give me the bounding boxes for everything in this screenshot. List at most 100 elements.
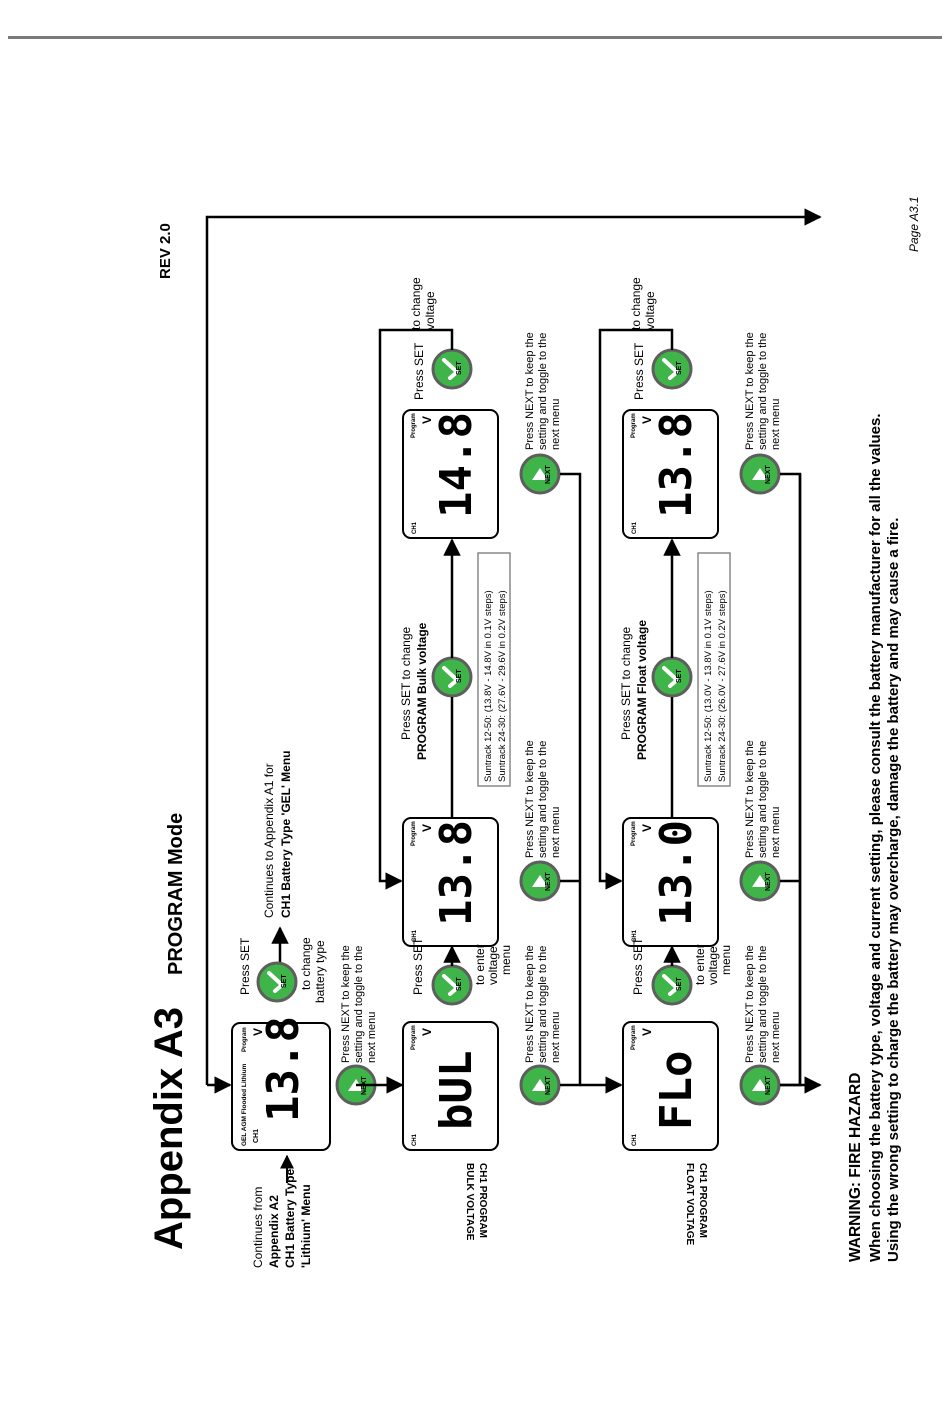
enter-set-button[interactable]: SET	[651, 964, 693, 1006]
change-set-button[interactable]: SET	[431, 656, 473, 698]
label: setting and toggle to the	[537, 741, 549, 858]
page-subtitle: PROGRAM Mode	[165, 813, 187, 975]
lcd-value: FLo	[651, 1051, 702, 1130]
label: voltage	[486, 946, 500, 985]
set-text: SET	[456, 977, 463, 991]
svg-text:Appendix A2: Appendix A2	[267, 1195, 281, 1268]
svg-text:Program: Program	[411, 413, 417, 438]
label: next menu	[550, 399, 562, 450]
page-title: Appendix A3	[147, 1007, 191, 1250]
svg-text:Program: Program	[242, 1027, 248, 1052]
svg-text:V: V	[420, 416, 434, 424]
svg-text:CH1 PROGRAM: CH1 PROGRAM	[477, 1163, 488, 1238]
warning-title: WARNING: FIRE HAZARD	[847, 1073, 864, 1262]
lcd-value: bUL	[431, 1051, 482, 1130]
label: voltage	[706, 946, 720, 985]
set-text: SET	[676, 669, 683, 683]
menu-next-button[interactable]: NEXT	[739, 1064, 781, 1106]
enter-set-button[interactable]: SET	[431, 964, 473, 1006]
menu-next-button[interactable]: NEXT	[519, 1064, 561, 1106]
set-label: Press SET	[412, 342, 426, 400]
svg-text:CH1 PROGRAM: CH1 PROGRAM	[697, 1163, 708, 1238]
label: voltage	[423, 291, 437, 330]
svg-text:Program: Program	[631, 821, 637, 846]
range-box: Suntrack 12-50: (13.8V - 14.8V in 0.1V s…	[477, 552, 511, 787]
svg-text:CH1: CH1	[632, 929, 638, 942]
label: Suntrack 12-50: (13.8V - 14.8V in 0.1V s…	[483, 590, 494, 782]
rev-label: REV 2.0	[157, 223, 174, 279]
svg-text:Program: Program	[411, 1025, 417, 1050]
edit-next-button[interactable]: NEXT	[739, 453, 781, 495]
label: Press NEXT to keep the	[744, 945, 756, 1063]
change-set-button[interactable]: SET	[651, 656, 693, 698]
label: Press SET to change	[619, 627, 633, 741]
page-number: Page A3.1	[907, 196, 921, 252]
top-lcd-display: GEL AGM Flooded Lithium CH1 Program 13.8…	[231, 1016, 331, 1151]
value-next-button[interactable]: NEXT	[739, 860, 781, 902]
label: next menu	[770, 399, 782, 450]
svg-text:battery type: battery type	[313, 940, 327, 1003]
label: Press NEXT to keep the	[524, 332, 536, 450]
top-set-label: Press SET	[238, 937, 252, 995]
label: setting and toggle to the	[757, 946, 769, 1063]
label: next menu	[770, 1012, 782, 1063]
next-text: NEXT	[545, 465, 552, 484]
svg-text:CH1: CH1	[253, 1129, 260, 1143]
label: Press SET to change	[399, 627, 413, 741]
label: to enter	[473, 944, 487, 985]
set-text: SET	[676, 361, 683, 375]
header-rule	[8, 36, 942, 39]
svg-text:V: V	[420, 824, 434, 832]
lcd-value: 13.8	[431, 820, 482, 926]
svg-text:SET: SET	[281, 974, 288, 988]
svg-text:Program: Program	[411, 821, 417, 846]
label: to change	[409, 277, 423, 330]
svg-text:CH1: CH1	[632, 1133, 638, 1146]
svg-text:Press NEXT to keep the: Press NEXT to keep the	[340, 945, 352, 1063]
lcd-value: 14.8	[431, 412, 482, 518]
label: Press NEXT to keep the	[524, 740, 536, 858]
top-next-desc: Press NEXT to keep the setting and toggl…	[340, 945, 378, 1063]
svg-text:Program: Program	[631, 1025, 637, 1050]
fire-warning: WARNING: FIRE HAZARD When choosing the b…	[847, 413, 902, 1262]
label: Suntrack 24-30: (26.0V - 27.6V in 0.2V s…	[717, 590, 728, 782]
label: menu	[499, 945, 513, 975]
label: setting and toggle to the	[537, 946, 549, 1063]
set-text: SET	[456, 669, 463, 683]
svg-text:CH1 Battery Type 'GEL' Menu: CH1 Battery Type 'GEL' Menu	[279, 750, 293, 918]
set-label: Press SET	[411, 937, 425, 995]
label: PROGRAM Float voltage	[635, 620, 649, 760]
top-set-button[interactable]: SET	[256, 961, 298, 1003]
label: to change	[629, 277, 643, 330]
svg-text:V: V	[251, 1028, 265, 1036]
svg-text:V: V	[420, 1028, 434, 1036]
svg-text:'Lithium' Menu: 'Lithium' Menu	[299, 1184, 313, 1268]
lcd-value: 13.8	[651, 412, 702, 518]
edit-set-button[interactable]: SET	[651, 348, 693, 390]
label: setting and toggle to the	[757, 333, 769, 450]
label: Press NEXT to keep the	[524, 945, 536, 1063]
edit-next-button[interactable]: NEXT	[519, 453, 561, 495]
svg-text:Continues from: Continues from	[251, 1187, 265, 1268]
next-text: NEXT	[765, 465, 772, 484]
label: setting and toggle to the	[757, 741, 769, 858]
value-next-button[interactable]: NEXT	[519, 860, 561, 902]
svg-text:V: V	[640, 824, 654, 832]
edit-set-button[interactable]: SET	[431, 348, 473, 390]
label: to enter	[693, 944, 707, 985]
svg-text:CH1 Battery Type: CH1 Battery Type	[283, 1169, 297, 1268]
next-text: NEXT	[545, 872, 552, 891]
